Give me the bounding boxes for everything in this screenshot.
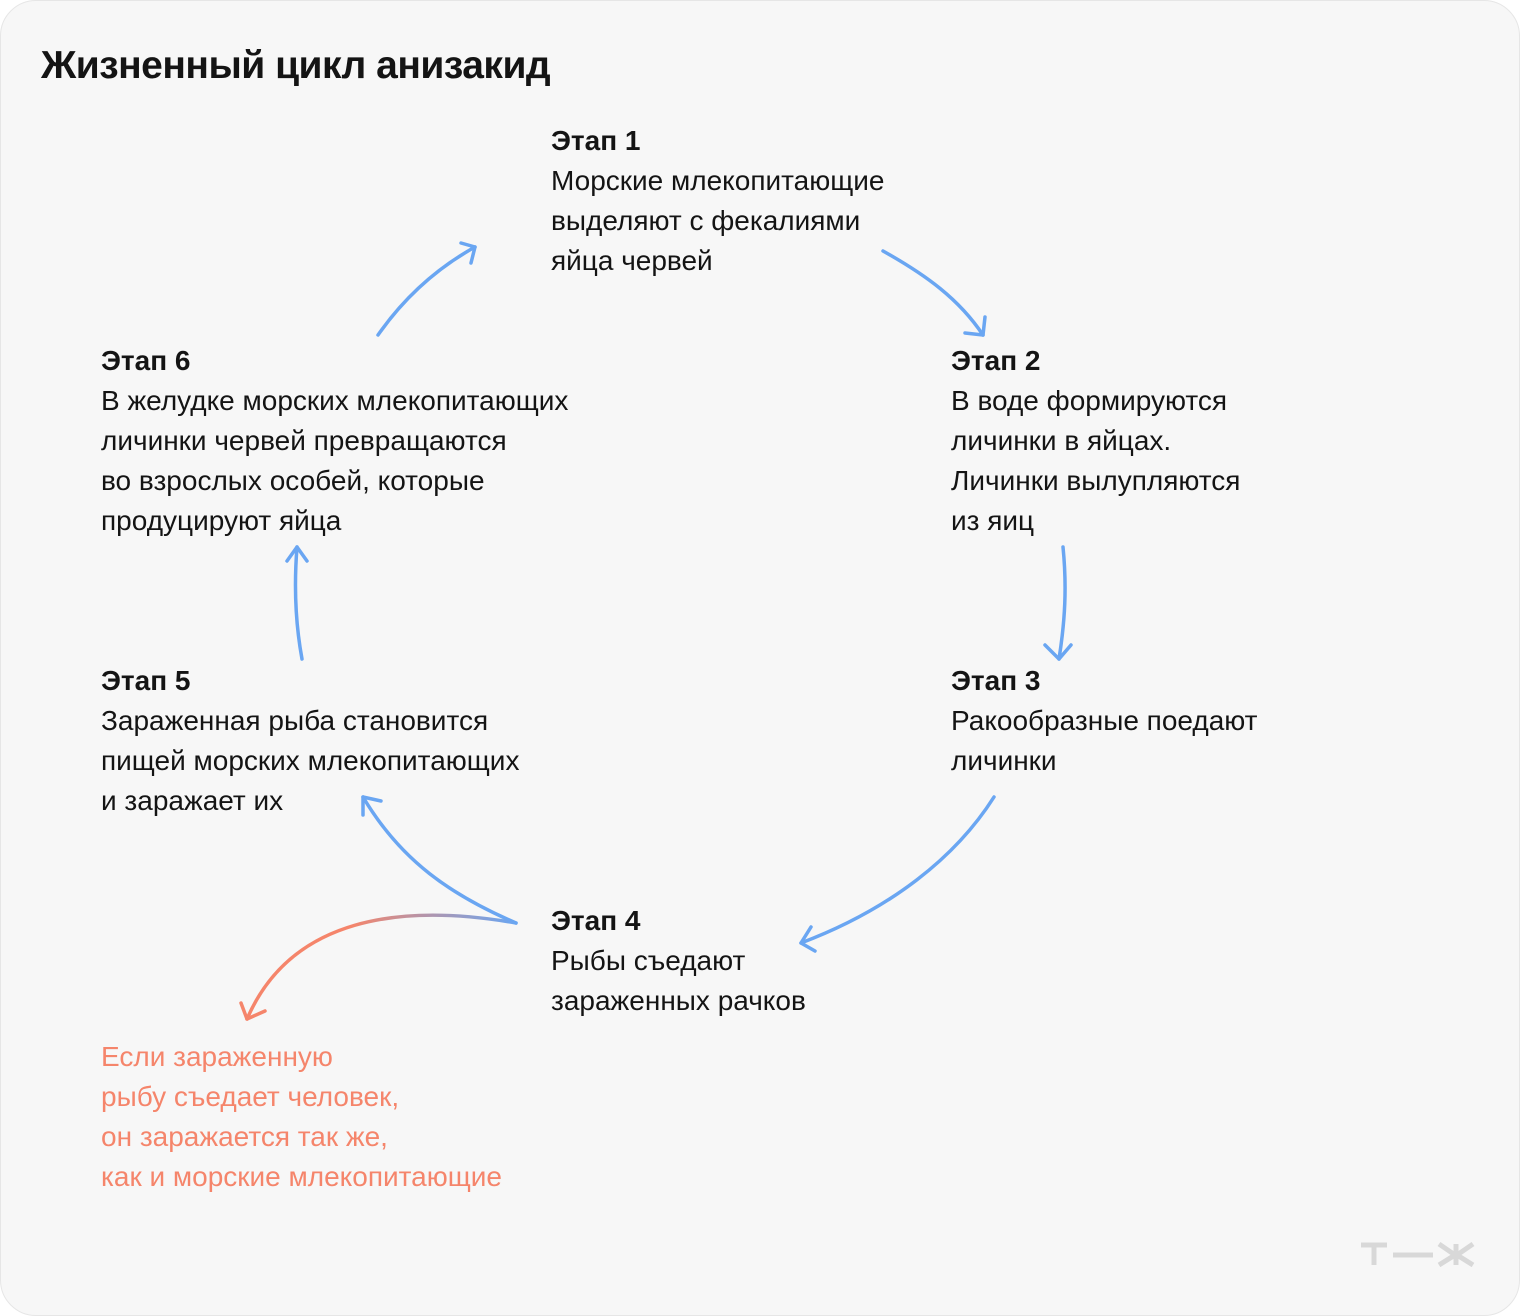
diagram-title: Жизненный цикл анизакид [41,44,551,87]
stage-3: Этап 3 Ракообразные поедают личинки [951,661,1257,781]
stage-2-text-line-4: из яиц [951,505,1035,536]
stage-6: Этап 6 В желудке морских млекопитающих л… [101,341,568,541]
stage-1-label: Этап 1 [551,125,641,156]
stage-1-text-line-3: яйца червей [551,245,713,276]
tzh-logo [1361,1241,1475,1267]
arrow-1-to-2 [881,249,985,337]
stage-6-label: Этап 6 [101,345,191,376]
stage-5-text-line-2: пищей морских млекопитающих [101,745,520,776]
stage-3-label: Этап 3 [951,665,1041,696]
stage-2-label: Этап 2 [951,345,1041,376]
arrow-head-1-to-2 [963,315,987,337]
note-line-1: Если зараженную [101,1041,333,1072]
arrow-4-to-5 [361,795,518,925]
stage-5-label: Этап 5 [101,665,191,696]
arrow-head-3-to-4 [799,925,817,953]
arrow-4-to-human [245,913,518,1021]
human-infection-note: Если зараженную рыбу съедает человек, он… [101,1037,502,1197]
stage-5: Этап 5 Зараженная рыба становится пищей … [101,661,519,821]
stage-1-text-line-2: выделяют с фекалиями [551,205,861,236]
stage-6-text-line-3: во взрослых особей, которые [101,465,485,496]
arrow-5-to-6 [293,545,304,661]
arrow-head-2-to-3 [1043,643,1073,661]
stage-4-text-line-1: Рыбы съедают [551,945,746,976]
stage-2: Этап 2 В воде формируются личинки в яйца… [951,341,1240,541]
arrow-2-to-3 [1057,545,1067,661]
stage-5-text-line-3: и заражает их [101,785,284,816]
stage-4-text-line-2: зараженных рачков [551,985,806,1016]
stage-6-text-line-4: продуцируют яйца [101,505,342,536]
note-line-3: он заражается так же, [101,1121,388,1152]
stage-5-text-line-1: Зараженная рыба становится [101,705,489,736]
note-line-4: как и морские млекопитающие [101,1161,502,1192]
stage-2-text-line-3: Личинки вылупляются [951,465,1241,496]
arrow-head-6-to-1 [459,241,477,265]
stage-6-text-line-1: В желудке морских млекопитающих [101,385,569,416]
arrow-3-to-4 [799,795,996,945]
stage-3-text-line-2: личинки [951,745,1057,776]
stage-2-text-line-2: личинки в яйцах. [951,425,1172,456]
arrow-head-4-to-human [239,1001,267,1021]
arrow-head-5-to-6 [285,545,309,563]
stage-6-text-line-2: личинки червей превращаются [101,425,507,456]
arrow-6-to-1 [376,245,477,337]
stage-3-text-line-1: Ракообразные поедают [951,705,1258,736]
note-line-2: рыбу съедает человек, [101,1081,400,1112]
stage-4: Этап 4 Рыбы съедают зараженных рачков [551,901,806,1021]
stage-4-label: Этап 4 [551,905,641,936]
stage-1-text-line-1: Морские млекопитающие [551,165,885,196]
stage-2-text-line-1: В воде формируются [951,385,1228,416]
arrow-head-4-to-5 [361,795,383,817]
stage-1: Этап 1 Морские млекопитающие выделяют с … [551,121,884,281]
